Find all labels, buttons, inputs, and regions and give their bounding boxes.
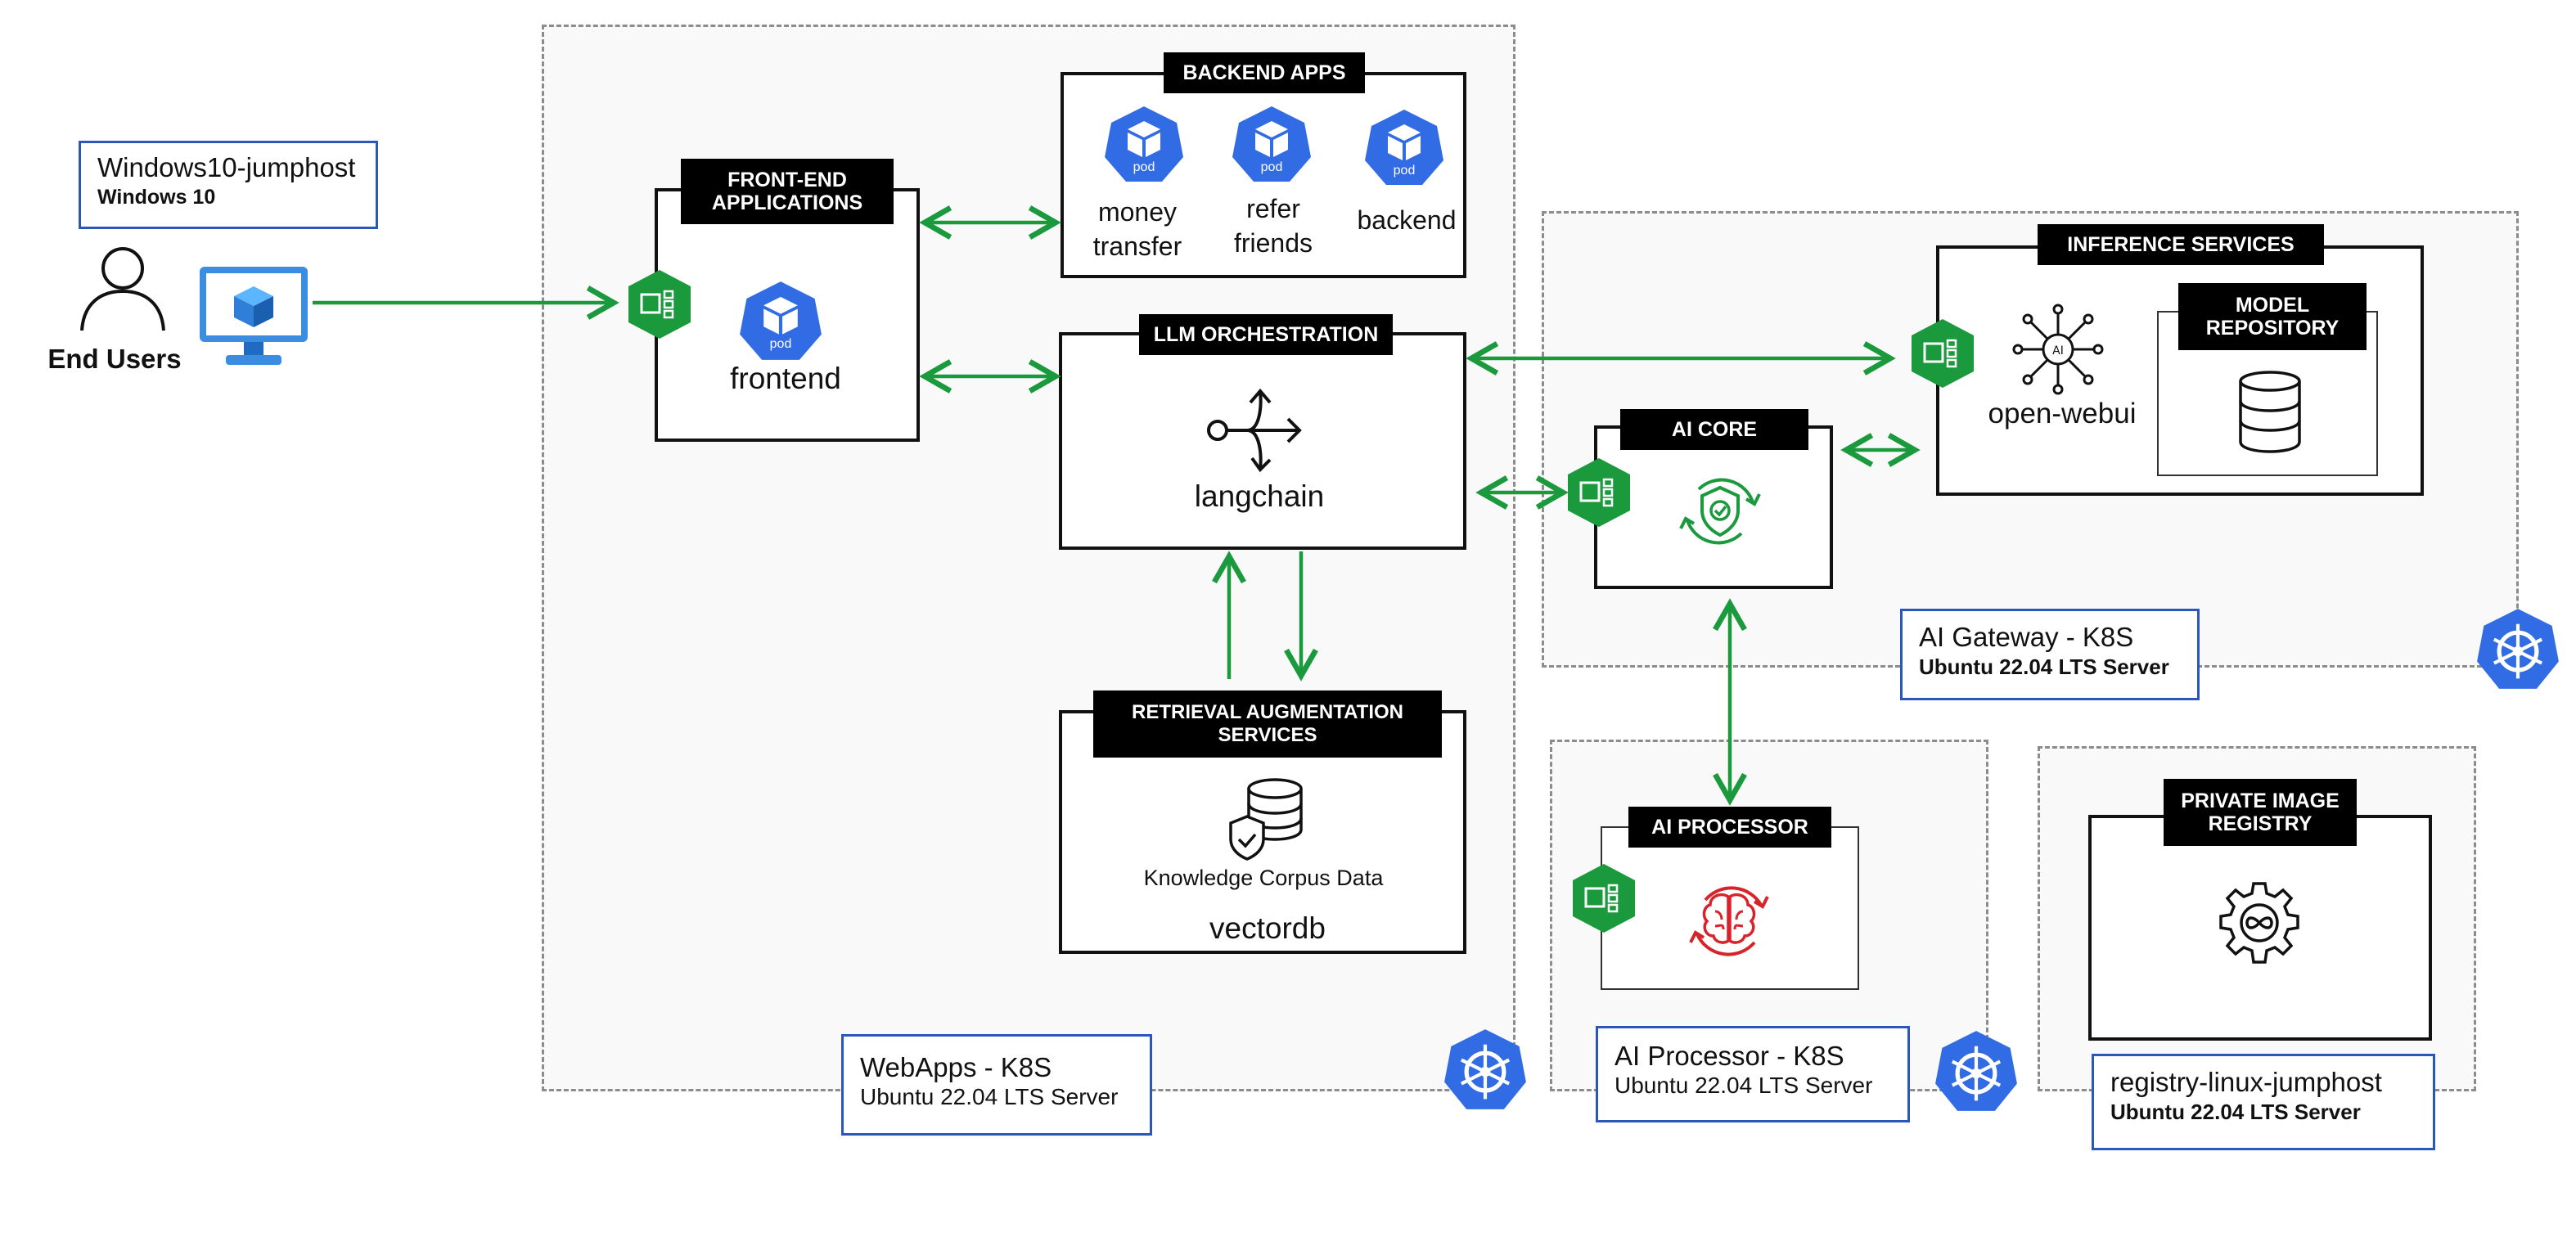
brain-icon	[1689, 886, 1769, 956]
ingress-icon	[1912, 319, 1974, 388]
k8s-icon	[1935, 1031, 2017, 1111]
backend-apps-tag: BACKEND APPS	[1164, 52, 1365, 93]
langchain-icon	[1207, 388, 1302, 473]
ingress-icon	[1568, 458, 1630, 527]
langchain-name: langchain	[1194, 479, 1325, 513]
pod-icon	[1232, 106, 1311, 182]
vectordb-name: vectordb	[1209, 911, 1326, 945]
user-icon	[80, 247, 165, 331]
ai-gateway-label: AI Gateway - K8S Ubuntu 22.04 LTS Server	[1900, 609, 2200, 700]
pod-label: pod	[1260, 160, 1283, 174]
pod-icon	[1365, 110, 1443, 185]
ai-network-icon: AI	[2012, 304, 2104, 395]
pod-icon	[740, 281, 822, 360]
model-repository-tag: MODEL REPOSITORY	[2178, 283, 2367, 350]
k8s-icon	[1444, 1029, 1526, 1109]
frontend-pod-label: pod	[769, 337, 792, 351]
frontend-tag: FRONT-END APPLICATIONS	[681, 159, 894, 224]
webapps-title: WebApps - K8S	[860, 1052, 1052, 1082]
ai-core-tag: AI CORE	[1620, 409, 1808, 450]
knowledge-corpus-caption: Knowledge Corpus Data	[1143, 866, 1384, 890]
svg-text:AI: AI	[2052, 344, 2064, 358]
ai-processor-tag: AI PROCESSOR	[1628, 807, 1831, 848]
webapps-subtitle: Ubuntu 22.04 LTS Server	[860, 1084, 1119, 1109]
ai-core-shield-icon	[1679, 478, 1761, 545]
llm-orchestration-box	[1059, 332, 1466, 550]
private-registry-tag: PRIVATE IMAGE REGISTRY	[2164, 779, 2357, 846]
private-registry-box	[2088, 815, 2432, 1041]
ai-gateway-title: AI Gateway - K8S	[1919, 622, 2134, 652]
ai-processor-title: AI Processor - K8S	[1615, 1041, 1844, 1071]
pod-label: pod	[1393, 164, 1416, 178]
k8s-icon	[2477, 609, 2559, 689]
end-users-label: End Users	[47, 344, 182, 374]
frontend-name: frontend	[730, 362, 841, 395]
jumphost-label: Windows10-jumphost Windows 10	[79, 141, 378, 229]
pod-icon	[1105, 106, 1183, 182]
gear-icon	[2219, 882, 2299, 964]
refer-friends-name: refer friends	[1233, 194, 1313, 258]
money-transfer-name: money transfer	[1092, 197, 1182, 261]
ai-gateway-subtitle: Ubuntu 22.04 LTS Server	[1919, 654, 2169, 679]
ingress-icon	[628, 270, 691, 339]
ingress-icon	[1573, 864, 1635, 933]
webapps-label: WebApps - K8S Ubuntu 22.04 LTS Server	[841, 1034, 1152, 1136]
database-icon	[2239, 371, 2301, 453]
ai-processor-label: AI Processor - K8S Ubuntu 22.04 LTS Serv…	[1596, 1026, 1910, 1122]
backend-name: backend	[1357, 205, 1457, 235]
registry-title: registry-linux-jumphost	[2110, 1067, 2382, 1097]
registry-subtitle: Ubuntu 22.04 LTS Server	[2110, 1100, 2361, 1124]
jumphost-title: Windows10-jumphost	[97, 152, 356, 182]
pod-label: pod	[1133, 160, 1155, 174]
db-shield-icon	[1229, 778, 1303, 861]
llm-orchestration-tag: LLM ORCHESTRATION	[1139, 314, 1393, 355]
inference-tag: INFERENCE SERVICES	[2038, 224, 2324, 265]
open-webui-name: open-webui	[1988, 398, 2137, 430]
jumphost-subtitle: Windows 10	[97, 186, 216, 209]
registry-label: registry-linux-jumphost Ubuntu 22.04 LTS…	[2092, 1054, 2435, 1150]
monitor-icon[interactable]	[198, 265, 309, 368]
retrieval-tag: RETRIEVAL AUGMENTATION SERVICES	[1093, 690, 1442, 758]
ai-core-box	[1594, 425, 1833, 589]
ai-processor-subtitle: Ubuntu 22.04 LTS Server	[1615, 1073, 1873, 1098]
